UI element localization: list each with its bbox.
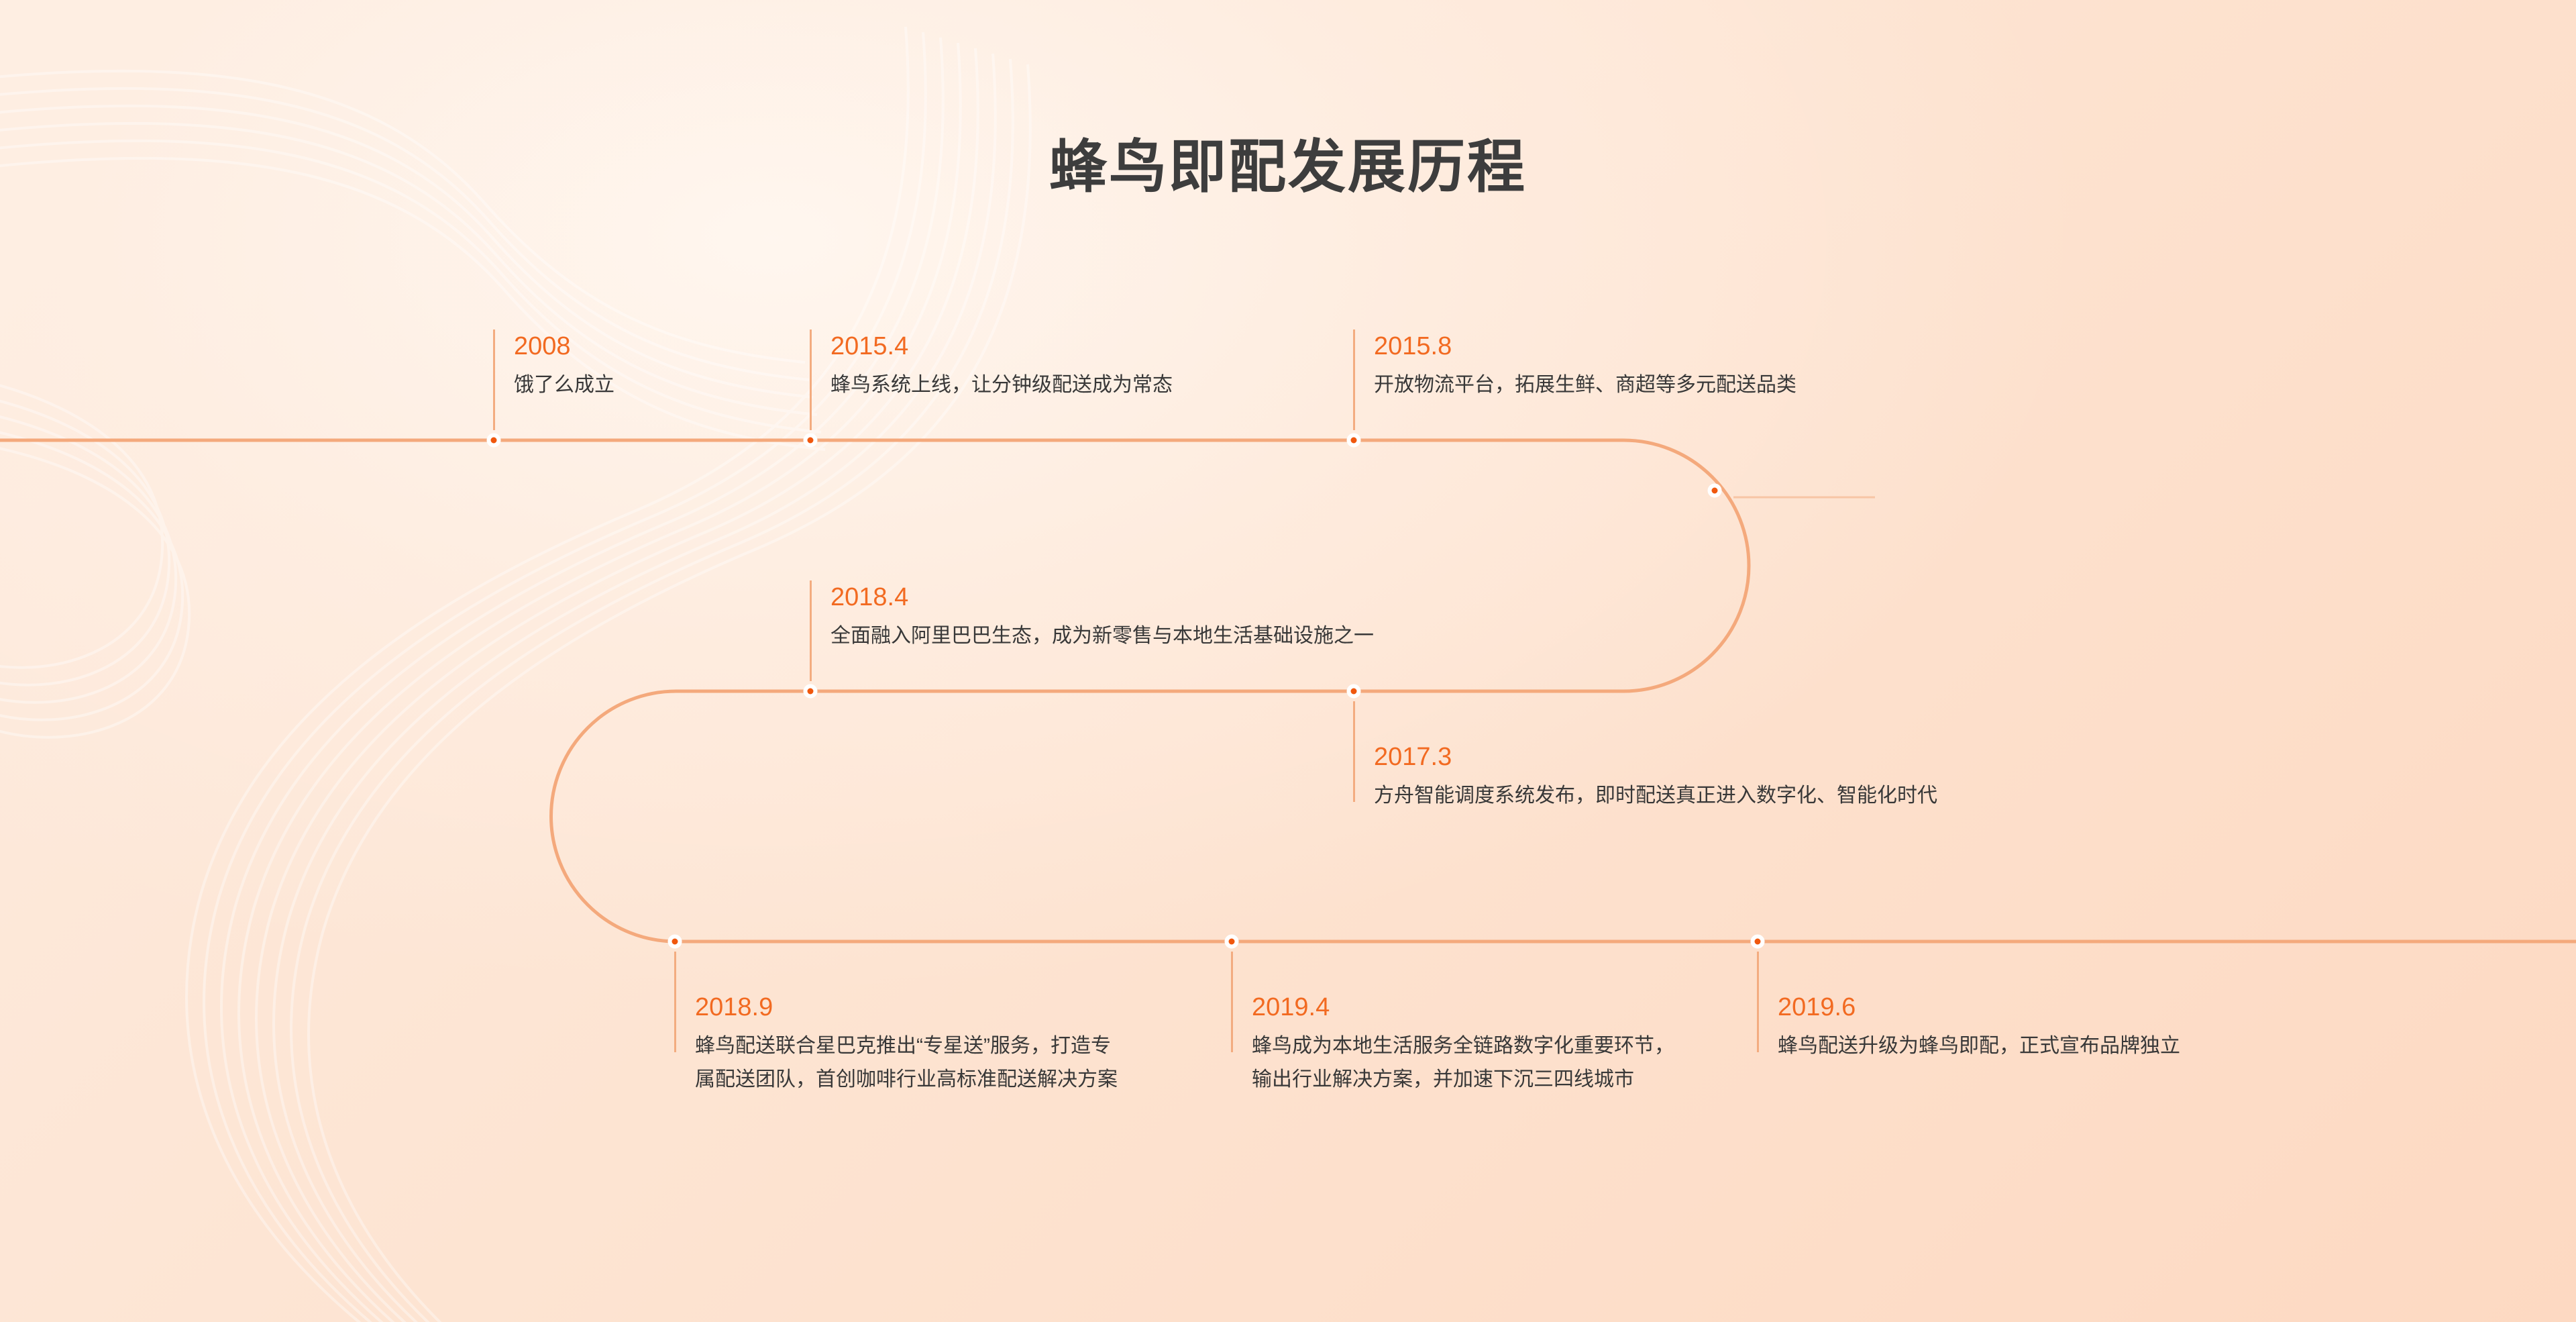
- event-description: 蜂鸟成为本地生活服务全链路数字化重要环节，输出行业解决方案，并加速下沉三四线城市: [1252, 1035, 1674, 1090]
- event-description: 蜂鸟系统上线，让分钟级配送成为常态: [830, 374, 1173, 396]
- timeline-dot: [1224, 934, 1239, 949]
- tick-line: [492, 329, 495, 430]
- timeline-path: [0, 438, 2576, 944]
- event-year: 2015.8: [1374, 332, 1452, 360]
- tick-line: [809, 329, 812, 430]
- tick-line: [674, 952, 676, 1052]
- pattern-top-left-lines: [0, 69, 826, 451]
- event-description: 全面融入阿里巴巴生态，成为新零售与本地生活基础设施之一: [830, 625, 1374, 647]
- event-description: 饿了么成立: [514, 374, 614, 396]
- event-label: 2018.4 全面融入阿里巴巴生态，成为新零售与本地生活基础设施之一: [830, 582, 1374, 653]
- pattern-hairpin-lines: [0, 384, 191, 739]
- event-label: 2018.9 蜂鸟配送联合星巴克推出“专星送”服务，打造专属配送团队，首创咖啡行…: [695, 993, 1124, 1097]
- event-label: 2015.4 蜂鸟系统上线，让分钟级配送成为常态: [830, 332, 1173, 402]
- event-year: 2015.4: [830, 332, 909, 360]
- tick-line: [1352, 701, 1355, 802]
- tick-line: [1230, 952, 1233, 1052]
- event-year: 2018.4: [830, 583, 909, 611]
- page-title: 蜂鸟即配发展历程: [1049, 135, 1527, 199]
- event-label: 2008 饿了么成立: [514, 332, 614, 402]
- event-description: 开放物流平台，拓展生鲜、商超等多元配送品类: [1374, 374, 1796, 396]
- timeline-dot: [803, 433, 818, 448]
- timeline-dot: [803, 684, 818, 699]
- event-label: 2017.3 方舟智能调度系统发布，即时配送真正进入数字化、智能化时代: [1374, 742, 1937, 813]
- event-year: 2019.4: [1252, 993, 1330, 1021]
- event-label: 2019.4 蜂鸟成为本地生活服务全链路数字化重要环节，输出行业解决方案，并加速…: [1252, 993, 1688, 1097]
- timeline-dot: [1346, 433, 1361, 448]
- timeline-dot: [1707, 483, 1722, 498]
- event-year: 2008: [514, 332, 571, 360]
- event-year: 2017.3: [1374, 743, 1452, 771]
- event-label: 2019.6 蜂鸟配送升级为蜂鸟即配，正式宣布品牌独立: [1778, 993, 2180, 1063]
- event-year: 2019.6: [1778, 993, 1856, 1021]
- timeline-dot: [486, 433, 501, 448]
- event-description: 蜂鸟配送升级为蜂鸟即配，正式宣布品牌独立: [1778, 1035, 2180, 1057]
- tick-line: [1352, 329, 1355, 430]
- event-year: 2018.9: [695, 993, 773, 1021]
- event-description: 方舟智能调度系统发布，即时配送真正进入数字化、智能化时代: [1374, 784, 1937, 807]
- event-description: 蜂鸟配送联合星巴克推出“专星送”服务，打造专属配送团队，首创咖啡行业高标准配送解…: [695, 1035, 1118, 1090]
- tick-line: [1756, 952, 1759, 1052]
- pattern-swoosh-main: [185, 26, 1032, 1322]
- timeline-dot: [1346, 684, 1361, 699]
- timeline-dot: [667, 934, 682, 949]
- tick-line: [809, 580, 812, 681]
- timeline-dot: [1750, 934, 1765, 949]
- event-label: 2015.8 开放物流平台，拓展生鲜、商超等多元配送品类: [1374, 332, 1796, 402]
